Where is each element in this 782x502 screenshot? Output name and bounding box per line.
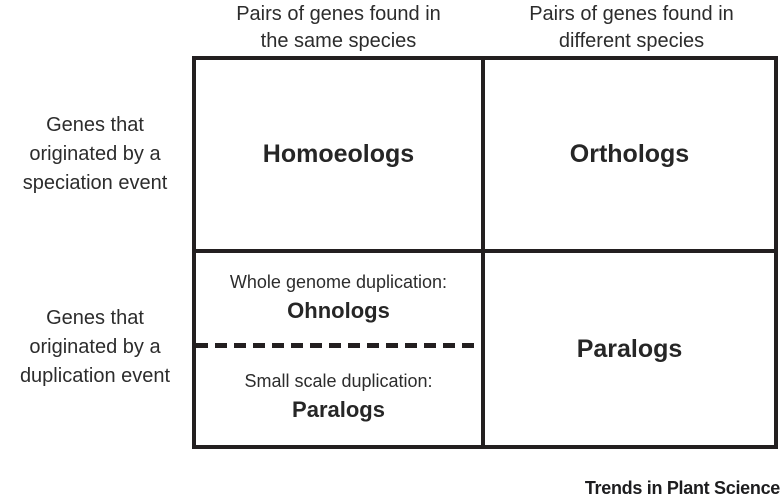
- whole-genome-duplication-section: Whole genome duplication: Ohnologs: [196, 253, 481, 343]
- cell-duplication-same-species: Whole genome duplication: Ohnologs Small…: [196, 253, 485, 445]
- ohnologs-label: Ohnologs: [287, 298, 390, 323]
- row-header-speciation: Genes that originated by a speciation ev…: [22, 114, 168, 194]
- orthologs-label: Orthologs: [569, 140, 690, 168]
- column-header-same-species: Pairs of genes found in the same species: [236, 3, 441, 52]
- cell-paralogs-different-species: Paralogs: [485, 253, 774, 445]
- journal-name: Trends in Plant Science: [584, 478, 780, 498]
- cell-orthologs: Orthologs: [485, 60, 774, 253]
- whole-genome-duplication-caption: Whole genome duplication:: [229, 272, 448, 292]
- row-header-duplication: Genes that originated by a duplication e…: [19, 307, 171, 387]
- matrix-grid: Homoeologs Orthologs Whole genome duplic…: [192, 56, 778, 449]
- homoeologs-label: Homoeologs: [262, 140, 415, 168]
- small-scale-duplication-caption: Small scale duplication:: [244, 370, 433, 391]
- column-header-different-species: Pairs of genes found in different specie…: [529, 3, 734, 52]
- paralogs-small-scale-label: Paralogs: [292, 396, 385, 422]
- paralogs-label: Paralogs: [576, 334, 683, 363]
- dashed-divider: [196, 343, 481, 348]
- cell-homoeologs: Homoeologs: [196, 60, 485, 253]
- small-scale-duplication-section: Small scale duplication: Paralogs: [196, 348, 481, 445]
